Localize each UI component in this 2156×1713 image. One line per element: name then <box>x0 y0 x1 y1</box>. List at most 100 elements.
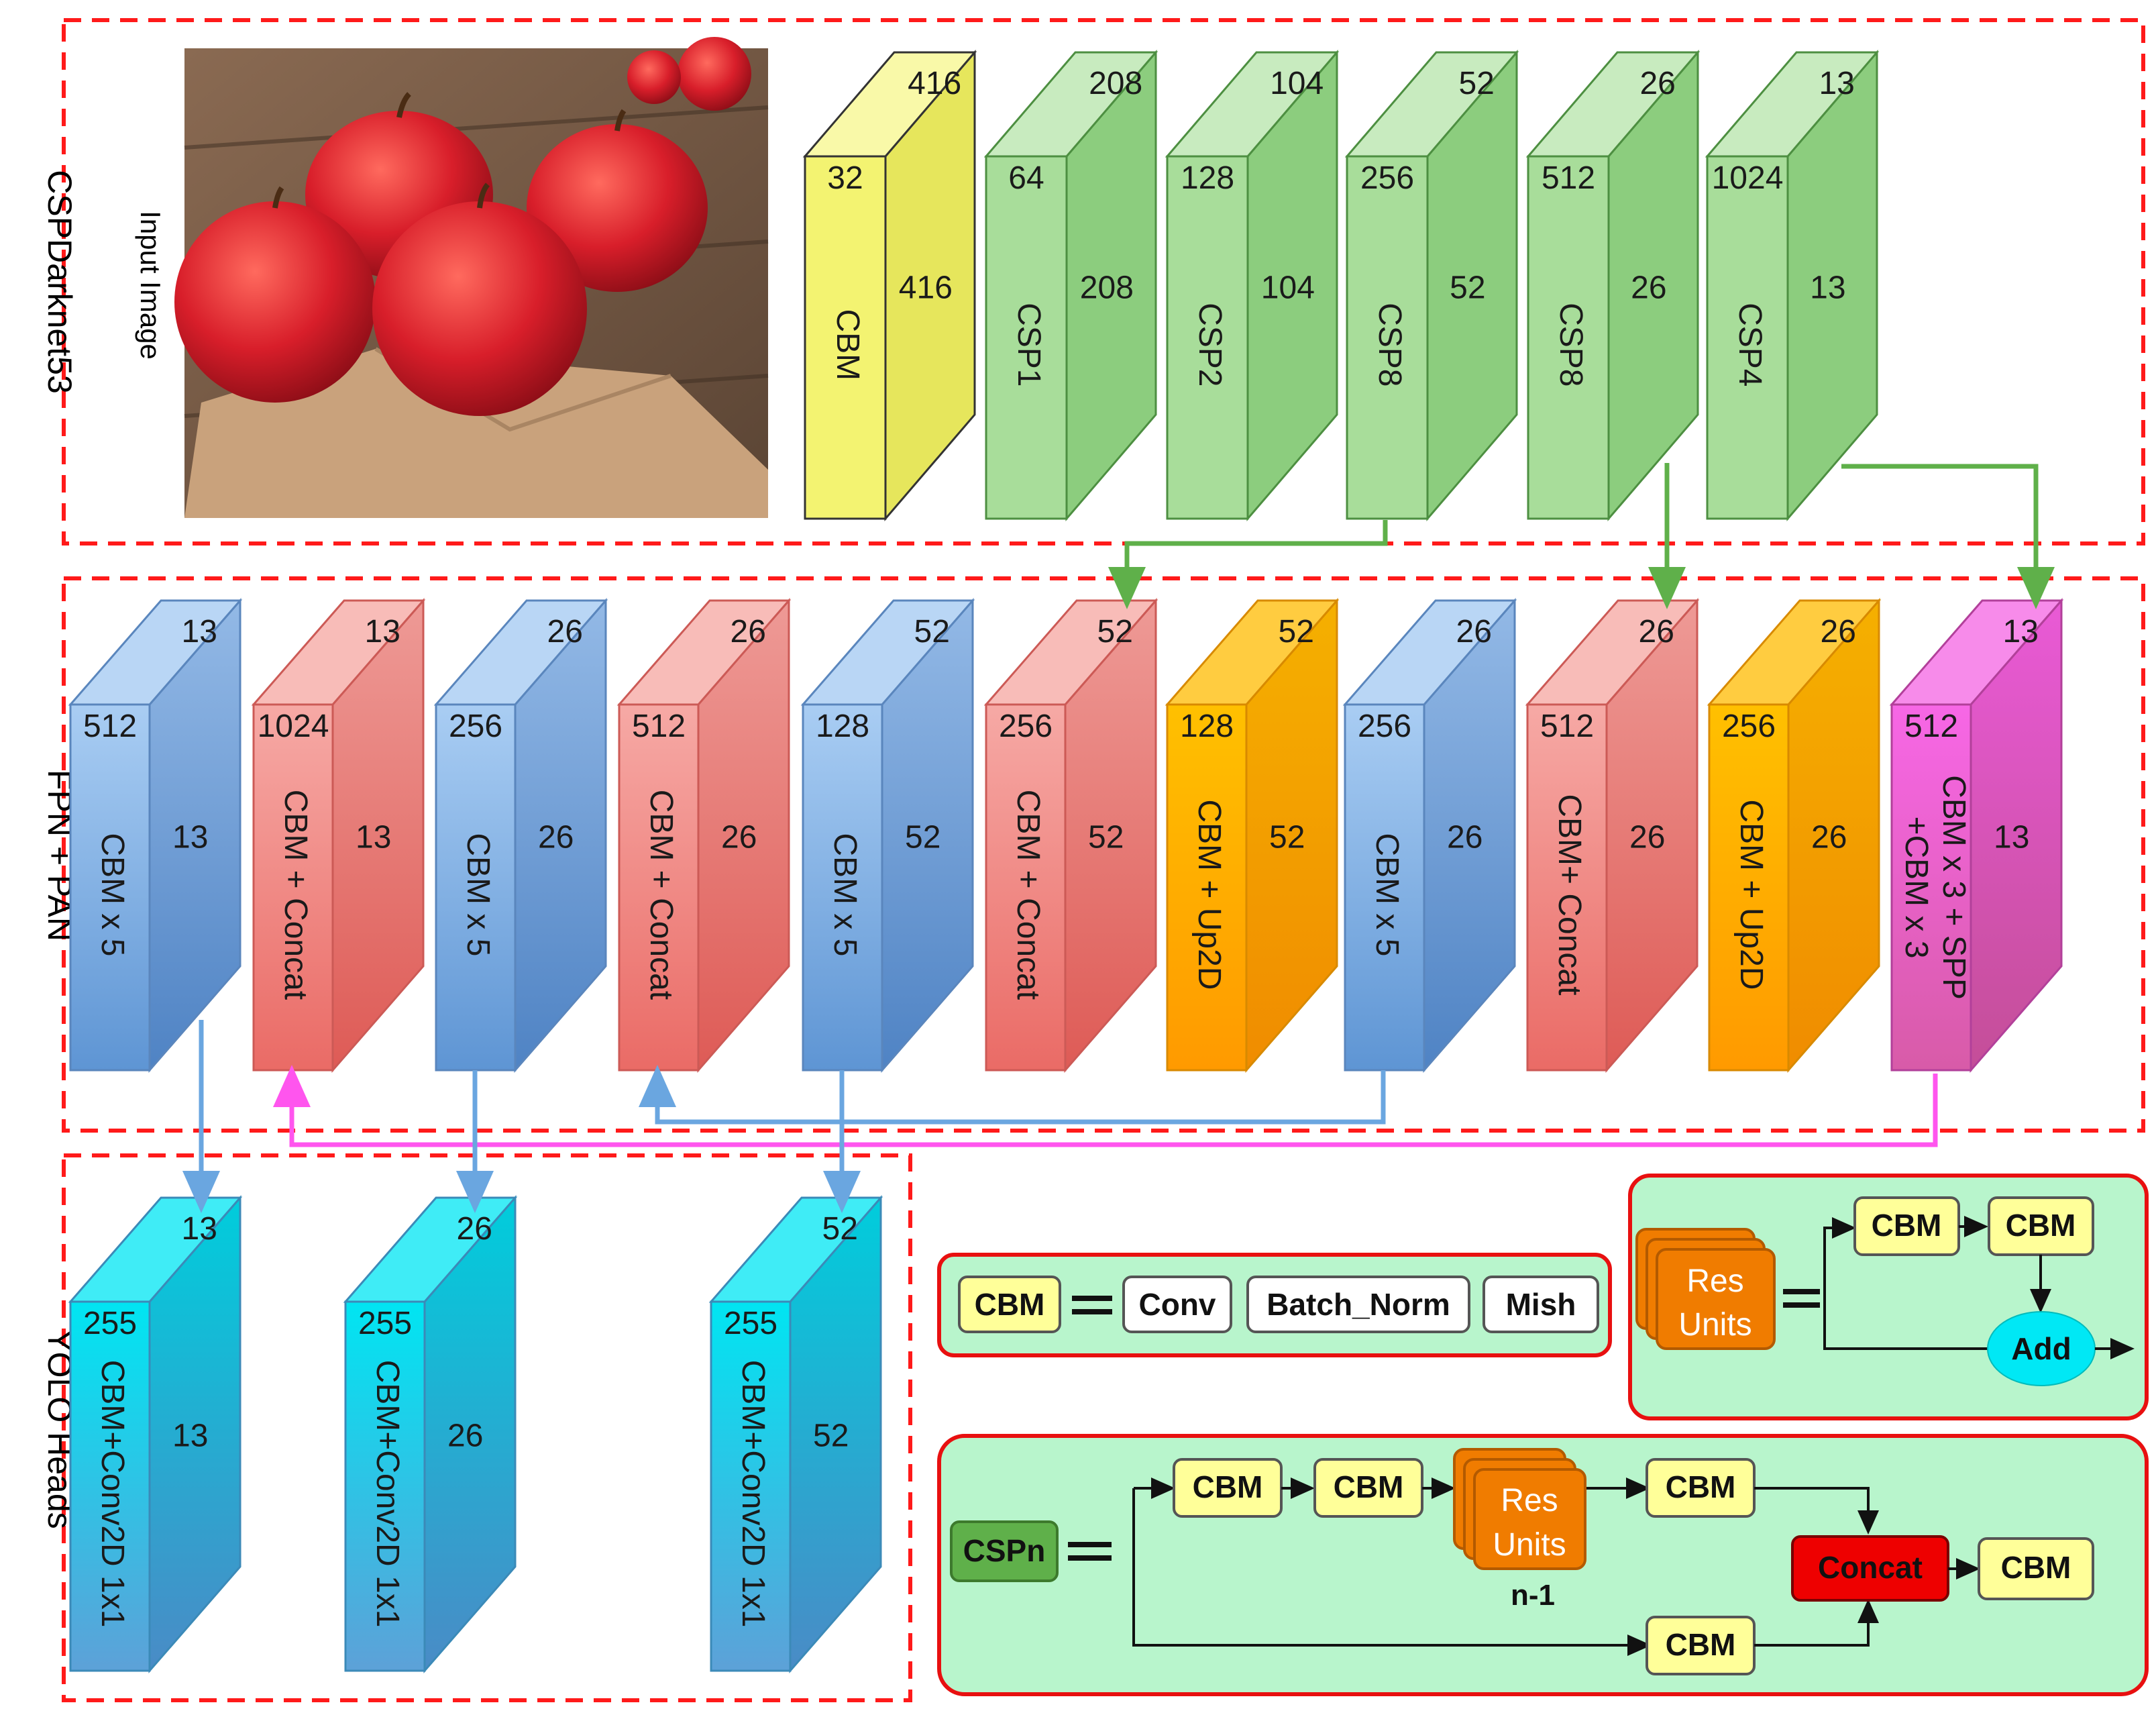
legend-csp-cbm-bottom-label: CBM <box>1666 1627 1736 1662</box>
legend-batchnorm-box <box>1246 1276 1470 1333</box>
backbone-block-6-label: CSP4 <box>1732 303 1768 386</box>
legend-csp-cbm2-label: CBM <box>1334 1469 1404 1504</box>
backbone-block-6-height: 13 <box>1810 270 1845 305</box>
legend-conv-box <box>1122 1276 1232 1333</box>
arrow-magenta-spp-to-concat <box>273 1065 1938 1147</box>
neck-block-1-label: CBM x 5 <box>95 833 130 956</box>
neck-block-11-height: 13 <box>1994 819 2029 855</box>
legend-res-label-1: Res <box>1686 1263 1743 1299</box>
arrow-blue-cbm-to-concat <box>639 1065 1386 1125</box>
neck-block-11-label2: +CBM x 3 <box>1898 816 1934 958</box>
neck-block-7-channels: 128 <box>1180 709 1234 744</box>
neck-block-3-width: 26 <box>547 614 583 650</box>
neck-block-10-channels: 256 <box>1722 709 1776 744</box>
arrow-csp4-13 <box>1841 464 2055 609</box>
backbone-blocks: 32416416CBM64208208CSP1128104104CSP22565… <box>802 49 1880 522</box>
head-block-2-height: 26 <box>447 1418 483 1454</box>
head-block-3-label: CBM+Conv2D 1x1 <box>735 1360 771 1628</box>
neck-block-7-height: 52 <box>1269 819 1305 855</box>
neck-connector-arrows <box>182 1020 1938 1213</box>
legend-add-label: Add <box>2011 1331 2071 1366</box>
neck-block-1-channels: 512 <box>83 709 137 744</box>
legend-res-cbm1-label: CBM <box>1872 1208 1942 1243</box>
legend-cbm-label: CBM <box>975 1287 1045 1322</box>
head-block-2-width: 26 <box>457 1211 492 1247</box>
legend-res-cbm2-label: CBM <box>2006 1208 2076 1243</box>
neck-block-8-height: 26 <box>1447 819 1483 855</box>
backbone-block-3-front-face <box>1166 155 1249 520</box>
head-block-1-label: CBM+Conv2D 1x1 <box>95 1360 130 1628</box>
backbone-block-4-height: 52 <box>1450 270 1485 305</box>
neck-block-9-front-face <box>1526 703 1608 1072</box>
neck-block-8-width: 26 <box>1456 614 1492 650</box>
neck-block-3-label: CBM x 5 <box>460 833 496 956</box>
legend-cspn-box <box>950 1520 1059 1582</box>
backbone-block-2-front-face <box>985 155 1068 520</box>
backbone-to-neck-arrows <box>1108 463 2055 609</box>
neck-block-8-front-face <box>1344 703 1425 1072</box>
backbone-block-3-width: 104 <box>1270 66 1324 101</box>
backbone-block-5-label: CSP8 <box>1553 303 1588 386</box>
neck-block-1-height: 13 <box>172 819 208 855</box>
neck-block-8-label: CBM x 5 <box>1369 833 1405 956</box>
legend-cbm-equals <box>1072 1296 1112 1314</box>
neck-block-11-width: 13 <box>2003 614 2039 650</box>
neck-block-9-label: CBM+ Concat <box>1552 794 1587 995</box>
backbone-block-1-height: 416 <box>899 270 953 305</box>
backbone-block-5-height: 26 <box>1631 270 1666 305</box>
backbone-block-5-front-face <box>1527 155 1610 520</box>
neck-block-10-height: 26 <box>1811 819 1847 855</box>
neck-block-7-front-face <box>1166 703 1248 1072</box>
neck-block-4-width: 26 <box>731 614 766 650</box>
neck-block-1-front-face <box>69 703 151 1072</box>
legend-csp-res-label-1: Res <box>1501 1483 1558 1518</box>
backbone-block-6-width: 13 <box>1819 66 1854 101</box>
backbone-block-1-label: CBM <box>830 309 865 380</box>
backbone-block-6-front-face <box>1706 155 1789 520</box>
neck-block-7-label: CBM + Up2D <box>1191 799 1227 990</box>
head-block-2-label: CBM+Conv2D 1x1 <box>370 1360 405 1628</box>
backbone-block-6-channels: 1024 <box>1712 160 1784 196</box>
neck-block-5-width: 52 <box>914 614 950 650</box>
backbone-block-2-channels: 64 <box>1008 160 1044 196</box>
neck-block-2-label: CBM + Concat <box>278 790 313 1000</box>
legend-concat-label: Concat <box>1818 1550 1923 1585</box>
head-block-2-channels: 255 <box>358 1306 412 1341</box>
neck-block-11-channels: 512 <box>1904 709 1958 744</box>
legend-csp-cbm-out-box <box>1978 1537 2094 1600</box>
neck-block-2-front-face <box>252 703 334 1072</box>
neck-block-2-height: 13 <box>356 819 391 855</box>
backbone-block-1-width: 416 <box>908 66 961 101</box>
neck-block-6-channels: 256 <box>999 709 1053 744</box>
neck-block-2-width: 13 <box>365 614 400 650</box>
neck-block-3-height: 26 <box>538 819 574 855</box>
neck-block-9-height: 26 <box>1629 819 1665 855</box>
head-block-1-front-face <box>69 1300 151 1672</box>
neck-block-10-front-face <box>1708 703 1790 1072</box>
legend-res-label-2: Units <box>1678 1307 1751 1343</box>
neck-block-11-label: CBM x 3 + SPP <box>1936 775 1972 1000</box>
input-image <box>174 37 769 518</box>
neck-block-3-channels: 256 <box>449 709 502 744</box>
backbone-block-2-width: 208 <box>1089 66 1142 101</box>
legend-cbm: CBM Conv Batch_Norm Mish <box>937 1253 1612 1357</box>
head-block-1-channels: 255 <box>83 1306 137 1341</box>
neck-block-4-channels: 512 <box>632 709 686 744</box>
legend-res-box <box>1656 1248 1776 1350</box>
